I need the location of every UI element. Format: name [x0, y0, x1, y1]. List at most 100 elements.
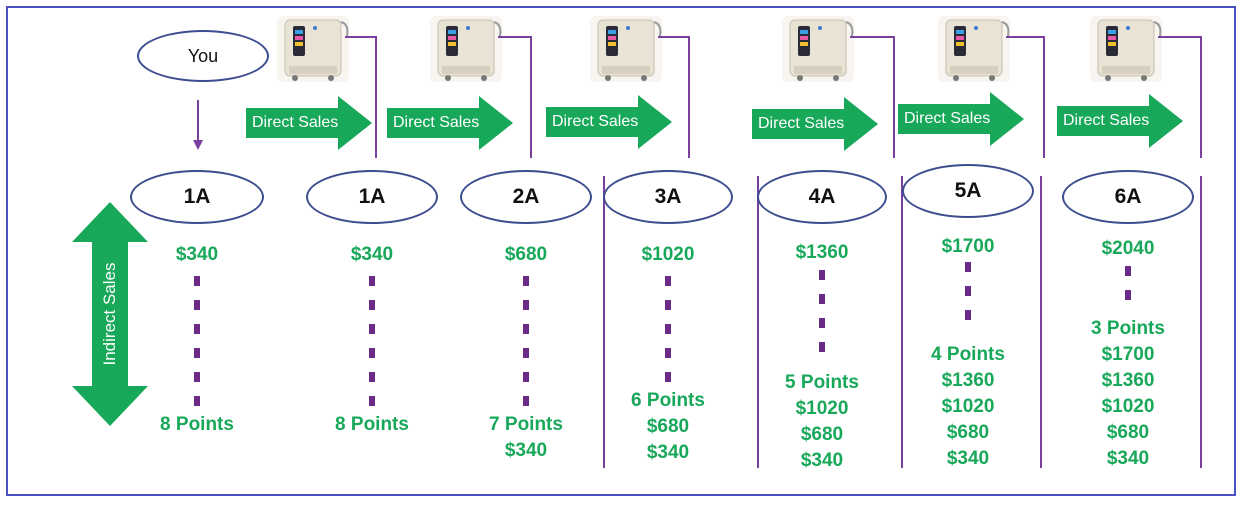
dotted-connector	[369, 276, 375, 286]
column-divider	[901, 176, 903, 468]
water-ionizer-machine-icon	[430, 16, 502, 82]
column-divider	[1040, 176, 1042, 468]
direct-sales-arrow: Direct Sales	[246, 96, 372, 150]
water-ionizer-machine-icon	[782, 16, 854, 82]
water-ionizer-machine-icon	[277, 16, 349, 82]
points-label: 8 Points	[160, 414, 234, 435]
points-label: 4 Points	[931, 344, 1005, 365]
indirect-sales-arrow-icon	[72, 202, 148, 426]
dotted-connector	[369, 324, 375, 334]
you-oval: You	[137, 30, 269, 82]
water-ionizer-machine-icon	[590, 16, 662, 82]
level-oval: 2A	[460, 170, 592, 224]
level-label: 6A	[1114, 185, 1142, 208]
direct-sales-arrow: Direct Sales	[387, 96, 513, 150]
dotted-connector	[965, 286, 971, 296]
points-label: 7 Points	[489, 414, 563, 435]
column-divider	[757, 176, 759, 468]
dotted-connector	[665, 372, 671, 382]
dotted-connector	[194, 324, 200, 334]
level-oval: 4A	[757, 170, 887, 224]
dotted-connector	[665, 276, 671, 286]
dotted-connector	[369, 372, 375, 382]
indirect-sales-label: Indirect Sales	[100, 262, 119, 366]
right-arrow-icon	[546, 95, 672, 149]
dotted-connector	[194, 276, 200, 286]
payout-value: $340	[800, 450, 844, 471]
direct-sales-label: Direct Sales	[552, 113, 639, 130]
connector-line	[1200, 36, 1202, 158]
level-label: 5A	[954, 179, 982, 202]
dotted-connector	[965, 262, 971, 272]
payout-value: $1020	[941, 396, 995, 417]
dotted-connector	[194, 396, 200, 406]
column-divider	[1200, 176, 1202, 468]
level-label: 3A	[654, 185, 682, 208]
payout-value: $680	[946, 422, 990, 443]
top-value: $2040	[1101, 238, 1155, 259]
payout-value: $340	[1106, 448, 1150, 469]
connector-line	[1043, 36, 1045, 158]
connector-line	[345, 36, 377, 38]
direct-sales-arrow: Direct Sales	[546, 95, 672, 149]
level-oval: 6A	[1062, 170, 1194, 224]
connector-line	[498, 36, 532, 38]
connector-line	[1158, 36, 1202, 38]
level-label: 1A	[183, 185, 211, 208]
connector-line	[850, 36, 895, 38]
connector-line	[530, 36, 532, 158]
dotted-connector	[819, 270, 825, 280]
top-value: $680	[504, 244, 548, 265]
level-label: 4A	[808, 185, 836, 208]
direct-sales-arrow: Direct Sales	[752, 97, 878, 151]
dotted-connector	[523, 324, 529, 334]
dotted-connector	[523, 396, 529, 406]
payout-value: $1020	[795, 398, 849, 419]
payout-value: $1020	[1101, 396, 1155, 417]
payout-value: $1700	[1101, 344, 1155, 365]
payout-value: $340	[946, 448, 990, 469]
top-value: $340	[350, 244, 394, 265]
dotted-connector	[523, 372, 529, 382]
payout-value: $340	[646, 442, 690, 463]
points-label: 3 Points	[1091, 318, 1165, 339]
right-arrow-icon	[898, 92, 1024, 146]
dotted-connector	[1125, 290, 1131, 300]
dotted-connector	[194, 348, 200, 358]
payout-value: $680	[1106, 422, 1150, 443]
connector-line	[1006, 36, 1045, 38]
dotted-connector	[1125, 266, 1131, 276]
points-label: 8 Points	[335, 414, 409, 435]
dotted-connector	[194, 300, 200, 310]
top-value: $1020	[641, 244, 695, 265]
dotted-connector	[369, 396, 375, 406]
right-arrow-icon	[246, 96, 372, 150]
dotted-connector	[523, 300, 529, 310]
payout-value: $680	[646, 416, 690, 437]
level-oval: 1A	[130, 170, 264, 224]
right-arrow-icon	[1057, 94, 1183, 148]
direct-sales-label: Direct Sales	[758, 115, 845, 132]
right-arrow-icon	[752, 97, 878, 151]
water-ionizer-machine-icon	[1090, 16, 1162, 82]
dotted-connector	[819, 342, 825, 352]
dotted-connector	[665, 348, 671, 358]
level-oval: 1A	[306, 170, 438, 224]
you-label: You	[187, 45, 219, 66]
points-label: 5 Points	[785, 372, 859, 393]
connector-line	[375, 36, 377, 158]
dotted-connector	[665, 324, 671, 334]
level-oval: 3A	[603, 170, 733, 224]
connector-line	[688, 36, 690, 158]
direct-sales-label: Direct Sales	[393, 114, 480, 131]
level-oval: 5A	[902, 164, 1034, 218]
top-value: $340	[175, 244, 219, 265]
dotted-connector	[819, 294, 825, 304]
dotted-connector	[523, 348, 529, 358]
dotted-connector	[194, 372, 200, 382]
right-arrow-icon	[387, 96, 513, 150]
top-value: $1700	[941, 236, 995, 257]
dotted-connector	[665, 300, 671, 310]
payout-value: $340	[504, 440, 548, 461]
direct-sales-label: Direct Sales	[904, 110, 991, 127]
